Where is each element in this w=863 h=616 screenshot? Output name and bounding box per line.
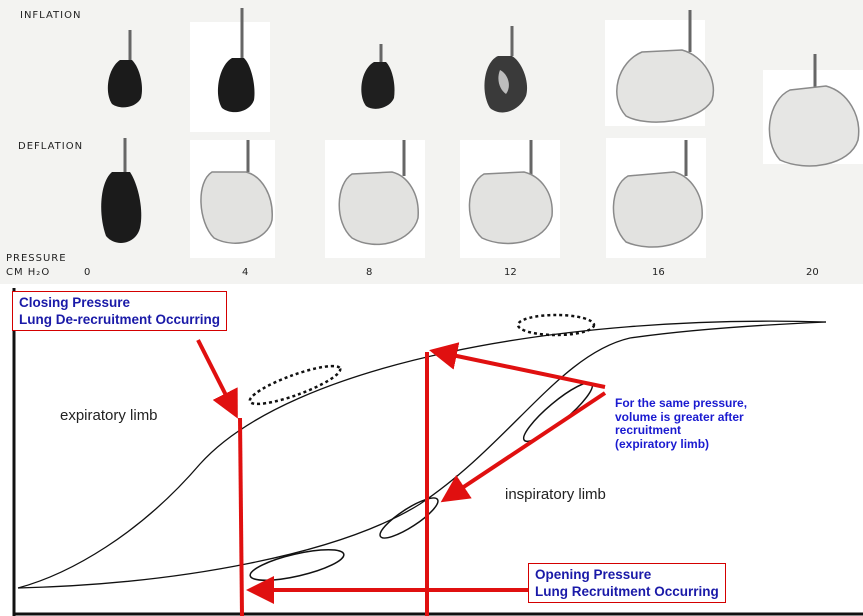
closing-pressure-arrow <box>198 340 236 415</box>
pressure-unit-label: CM H₂O <box>6 267 50 278</box>
closing-pressure-box: Closing Pressure Lung De-recruitment Occ… <box>12 291 227 331</box>
pressure-tick: 12 <box>504 267 517 278</box>
closing-pressure-line <box>240 418 242 616</box>
inflated-lung <box>339 172 418 244</box>
opening-pressure-title: Opening Pressure <box>535 566 719 583</box>
inspiratory-ellipse <box>376 492 443 544</box>
pressure-tick: 20 <box>806 267 819 278</box>
inspiratory-limb-curve <box>18 322 826 588</box>
note-line: (expiratory limb) <box>615 438 747 452</box>
inflation-label: INFLATION <box>20 10 81 21</box>
inflated-lung <box>769 86 858 166</box>
expiratory-limb-curve <box>18 321 826 588</box>
opening-pressure-box: Opening Pressure Lung Recruitment Occurr… <box>528 563 726 603</box>
lung-photo-illustration <box>0 0 863 284</box>
inspiratory-volume-arrow <box>444 393 605 500</box>
dashed-ellipse-top <box>518 315 594 335</box>
deflated-lung <box>361 62 394 109</box>
pressure-tick: 0 <box>84 267 90 278</box>
dashed-ellipse-expiratory <box>246 359 343 411</box>
pressure-tick: 16 <box>652 267 665 278</box>
note-line: For the same pressure, <box>615 397 747 411</box>
pressure-tick: 4 <box>242 267 248 278</box>
same-pressure-note: For the same pressure, volume is greater… <box>615 397 747 451</box>
deflated-lung <box>108 60 142 107</box>
inflated-lung <box>469 172 552 243</box>
note-line: recruitment <box>615 424 747 438</box>
closing-pressure-title: Closing Pressure <box>19 294 220 311</box>
inflated-lung <box>613 172 702 247</box>
closing-pressure-subtitle: Lung De-recruitment Occurring <box>19 311 220 328</box>
expiratory-volume-arrow <box>433 351 605 387</box>
pressure-tick: 8 <box>366 267 372 278</box>
inspiratory-limb-label: inspiratory limb <box>505 486 606 503</box>
inspiratory-ellipse <box>248 543 346 586</box>
expiratory-limb-label: expiratory limb <box>60 407 158 424</box>
lung-photo-panel: INFLATION DEFLATION PRESSURE CM H₂O 0 4 … <box>0 0 863 284</box>
deflation-label: DEFLATION <box>18 141 83 152</box>
note-line: volume is greater after <box>615 411 747 425</box>
pressure-label: PRESSURE <box>6 253 67 264</box>
inflated-lung <box>617 50 714 122</box>
opening-pressure-subtitle: Lung Recruitment Occurring <box>535 583 719 600</box>
inspiratory-ellipse <box>518 376 598 448</box>
deflated-lung <box>101 172 141 243</box>
inflated-lung <box>201 172 272 243</box>
